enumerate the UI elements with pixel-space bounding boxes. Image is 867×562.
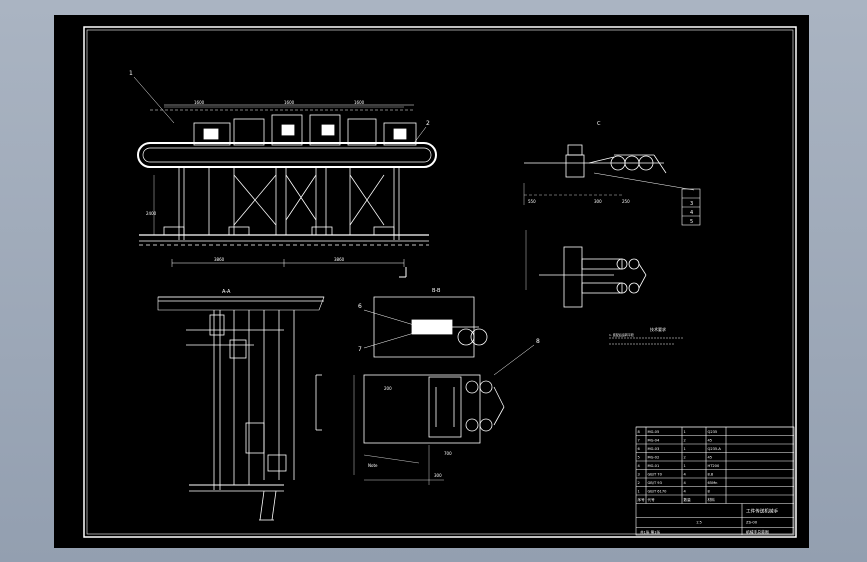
front-view: [133, 76, 437, 278]
dimension-text: 700: [444, 451, 452, 456]
dimension-text: 1600: [194, 100, 205, 105]
bom-cell: MG-03: [648, 447, 660, 451]
leader-label: 6: [358, 303, 362, 310]
note-heading: 技术要求: [650, 326, 666, 332]
bom-cell: MG-01: [648, 464, 660, 468]
bom-cell: 1: [684, 447, 686, 451]
bom-cell: HT200: [708, 464, 720, 468]
bom-cell: 1: [638, 490, 640, 494]
section-label-cc: C: [597, 121, 601, 127]
dimension-text: 1600: [354, 100, 365, 105]
dimension-text: 3860: [214, 257, 225, 262]
bom-cell: 45: [708, 456, 713, 460]
bom-header-cell: 数量: [684, 497, 692, 502]
drawing-title: 工件传送机械手: [746, 508, 779, 515]
dimension-text: 300: [434, 473, 442, 478]
bom-cell: Q235-A: [708, 447, 722, 451]
bom-cell: GB/T 6170: [648, 490, 668, 494]
bom-cell: 45: [708, 439, 713, 443]
bom-cell: MG-02: [648, 456, 660, 460]
bom-cell: 2: [684, 439, 686, 443]
bom-header-cell: 序号: [638, 497, 646, 502]
conveyor-loop: [137, 142, 437, 168]
bom-header-cell: 代号: [648, 497, 656, 502]
leader-label: 8: [536, 338, 540, 345]
detail-view-right: [523, 144, 701, 345]
title-block: [635, 426, 795, 536]
dimension-text: 250: [622, 199, 630, 204]
bom-cell: 6: [638, 447, 641, 451]
leader-label: 2: [426, 120, 430, 127]
bom-cell: 1: [684, 430, 686, 434]
small-label: Note: [368, 463, 378, 468]
leader-label: 3: [690, 201, 693, 207]
bom-cell: MG-05: [648, 430, 660, 434]
bom-cell: 2: [638, 481, 640, 485]
drawing-sheet: 1 2 3 4 5 6 7 8 A-A B-B C 1600 1600 1600…: [54, 15, 809, 548]
drawing-name: 机械手总装图: [746, 530, 769, 535]
bom-cell: 8: [638, 430, 641, 434]
dimension-text: 200: [384, 386, 392, 391]
bom-cell: 3: [638, 473, 640, 477]
leader-label: 7: [358, 346, 362, 353]
dimension-text: 2400: [146, 211, 157, 216]
bom-cell: 2: [684, 456, 686, 460]
bom-header-cell: 材料: [708, 497, 716, 502]
sheet-count: 共1张 第1张: [640, 530, 660, 535]
sheet-inner-frame: [86, 29, 794, 535]
sheet-frame: [83, 26, 797, 538]
bom-cell: GB/T 70: [648, 473, 663, 477]
bom-cell: 7: [638, 439, 640, 443]
dimension-text: 1600: [284, 100, 295, 105]
bom-cell: GB/T 93: [648, 481, 662, 485]
section-label-bb: B-B: [432, 288, 441, 294]
bom-cell: MG-04: [648, 439, 660, 443]
bom-cell: 4: [684, 481, 687, 485]
cad-drawing: [83, 26, 797, 538]
bom-cell: 65Mn: [708, 481, 718, 485]
bom-cell: Q235: [708, 430, 718, 434]
detail-view-middle: [353, 296, 535, 485]
bom-cell: 8.8: [708, 473, 714, 477]
bom-cell: 8: [708, 490, 711, 494]
section-view-aa: [157, 296, 325, 521]
bom-cell: 4: [684, 490, 687, 494]
cad-text-layer: 1 2 3 4 5 6 7 8 A-A B-B C 1600 1600 1600…: [129, 70, 779, 535]
section-label-aa: A-A: [222, 289, 231, 295]
bom-cell: 4: [638, 464, 641, 468]
bom-cell: 4: [684, 473, 687, 477]
dimension-text: 300: [594, 199, 602, 204]
leader-label: 1: [129, 70, 133, 77]
drawing-number: ZS-00: [746, 520, 758, 525]
dimension-text: 550: [528, 199, 536, 204]
note-line: 1. 装配后运转平稳: [609, 332, 634, 337]
dimension-text: 3860: [334, 257, 345, 262]
bom-cell: 1: [684, 464, 686, 468]
bom-cell: 5: [638, 456, 640, 460]
leader-label: 4: [690, 210, 693, 216]
drawing-scale: 1:5: [696, 521, 702, 525]
leader-label: 5: [690, 219, 693, 225]
